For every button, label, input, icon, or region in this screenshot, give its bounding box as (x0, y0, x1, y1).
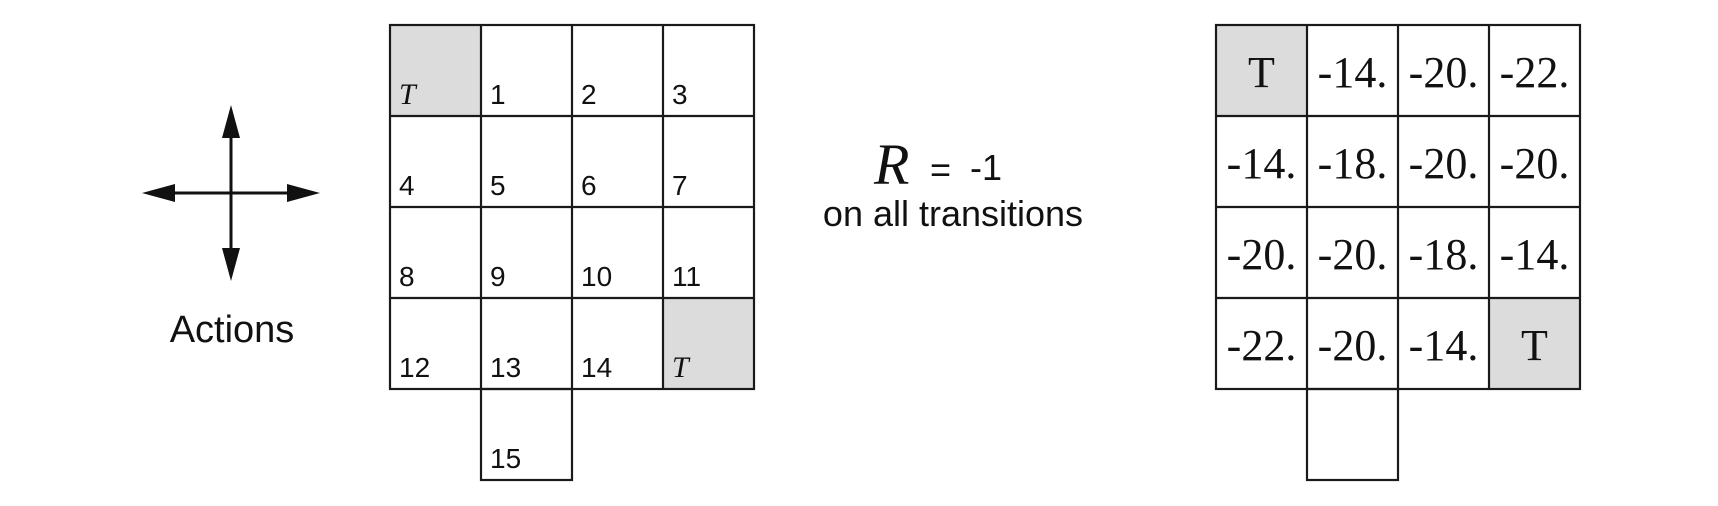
state-label: 10 (581, 261, 612, 292)
value-cell (1216, 116, 1307, 207)
arrow-up-icon (222, 105, 240, 138)
state-terminal-label: T (672, 351, 691, 384)
value-cell (1307, 25, 1398, 116)
state-terminal-cell (663, 298, 754, 389)
arrow-right-icon (287, 184, 320, 202)
state-label: 13 (490, 352, 521, 383)
state-cell (572, 116, 663, 207)
value-cell (1307, 298, 1398, 389)
state-extra-label: 15 (490, 443, 521, 474)
state-label: 4 (399, 170, 415, 201)
value-cell (1216, 207, 1307, 298)
value-cell (1398, 25, 1489, 116)
value-cell (1398, 116, 1489, 207)
value-label: -22. (1227, 321, 1297, 370)
value-label: -20. (1318, 321, 1388, 370)
state-cell (663, 25, 754, 116)
state-label: 8 (399, 261, 415, 292)
arrow-left-icon (142, 184, 175, 202)
state-terminal-cell (390, 25, 481, 116)
reward-caption: on all transitions (823, 193, 1083, 234)
value-extra-cell (1307, 389, 1398, 480)
value-label: -14. (1318, 48, 1388, 97)
value-terminal-cell (1489, 298, 1580, 389)
state-cell (390, 116, 481, 207)
state-cell (481, 25, 572, 116)
state-cell (390, 298, 481, 389)
reward-value: -1 (970, 147, 1002, 188)
state-terminal-label: T (399, 78, 418, 111)
state-label: 1 (490, 79, 506, 110)
actions-compass: Actions (142, 105, 320, 351)
value-label: -20. (1409, 139, 1479, 188)
state-label: 9 (490, 261, 506, 292)
state-label: 3 (672, 79, 688, 110)
value-label: -18. (1318, 139, 1388, 188)
state-label: 6 (581, 170, 597, 201)
state-cell (481, 116, 572, 207)
state-label: 2 (581, 79, 597, 110)
value-terminal-cell (1216, 25, 1307, 116)
value-cell (1398, 298, 1489, 389)
state-cell (572, 207, 663, 298)
state-extra-outline (479, 387, 574, 482)
arrow-down-icon (222, 248, 240, 281)
state-label: 5 (490, 170, 506, 201)
value-terminal-label: T (1248, 48, 1275, 97)
state-cell (572, 25, 663, 116)
state-cell (481, 298, 572, 389)
value-terminal-label: T (1521, 321, 1548, 370)
state-extra-cell (481, 389, 572, 480)
value-cell (1307, 116, 1398, 207)
value-extra-outline (1305, 387, 1400, 482)
reward-annotation: R = -1 on all transitions (823, 132, 1083, 234)
value-label: -22. (1500, 48, 1570, 97)
value-label: -20. (1409, 48, 1479, 97)
state-cell (390, 207, 481, 298)
state-cell (663, 207, 754, 298)
state-cell (572, 298, 663, 389)
value-grid: T -14. -20. -22. -14. -18. -20. -20. -20. -20. -18… (1214, 23, 1582, 482)
state-label: 14 (581, 352, 612, 383)
value-label: -20. (1227, 230, 1297, 279)
value-cell (1398, 207, 1489, 298)
value-cell (1489, 25, 1580, 116)
value-cell (1489, 207, 1580, 298)
state-label: 11 (672, 261, 701, 292)
value-label: -14. (1500, 230, 1570, 279)
value-label: -20. (1318, 230, 1388, 279)
state-cell (663, 116, 754, 207)
state-label: 7 (672, 170, 688, 201)
reward-equals-sign: = (930, 149, 951, 190)
value-label: -14. (1409, 321, 1479, 370)
value-cell (1216, 298, 1307, 389)
state-label: 12 (399, 352, 430, 383)
value-cell (1307, 207, 1398, 298)
state-cell (481, 207, 572, 298)
reward-symbol: R (873, 132, 909, 197)
value-label: -14. (1227, 139, 1297, 188)
value-label: -18. (1409, 230, 1479, 279)
value-cell (1489, 116, 1580, 207)
actions-label: Actions (170, 309, 295, 351)
value-label: -20. (1500, 139, 1570, 188)
